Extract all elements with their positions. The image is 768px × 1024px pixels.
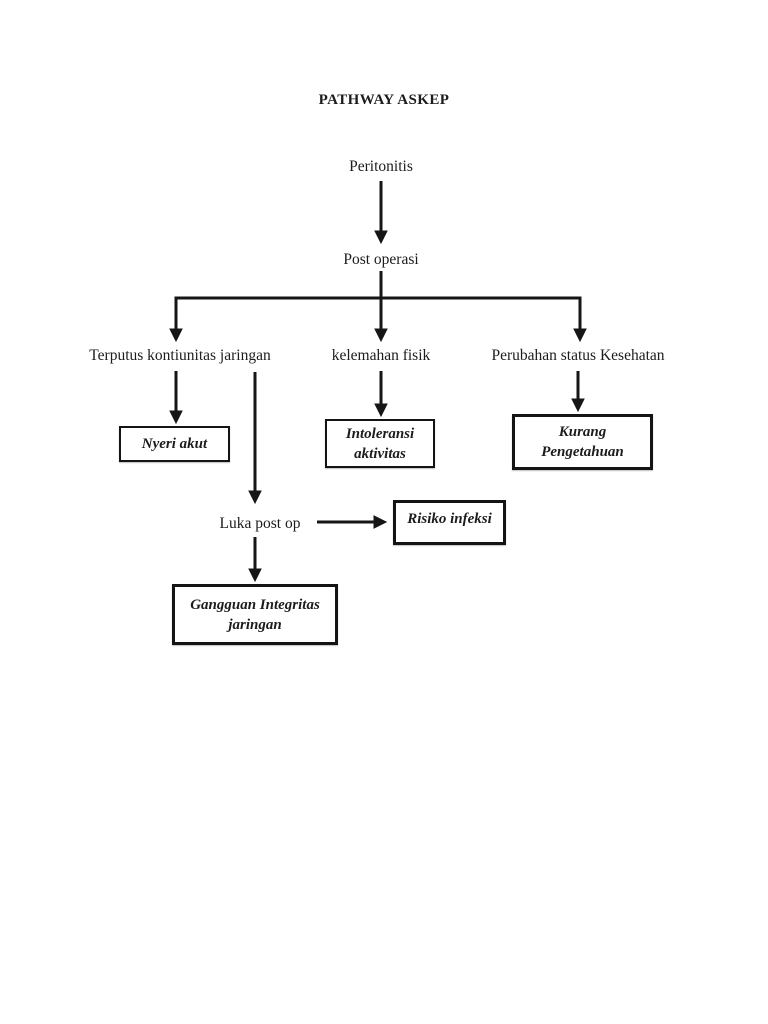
node-peritonitis: Peritonitis (349, 158, 413, 175)
box-risiko-infeksi: Risiko infeksi (393, 500, 506, 545)
box-nyeri-akut-label: Nyeri akut (141, 436, 208, 452)
node-kelemahan-fisik: kelemahan fisik (331, 347, 431, 364)
box-gangguan-line2: jaringan (228, 616, 282, 633)
node-perubahan-status-kesehatan: Perubahan status Kesehatan (491, 347, 665, 364)
node-post-operasi: Post operasi (343, 251, 419, 268)
box-kurang-line1: Kurang (558, 424, 607, 440)
page-title: PATHWAY ASKEP (318, 92, 450, 108)
box-gangguan-line1: Gangguan Integritas (190, 596, 320, 613)
box-intoleransi-aktivitas: Intoleransi aktivitas (325, 419, 435, 468)
node-luka-post-op: Luka post op (219, 515, 301, 532)
box-intoleransi-line2: aktivitas (354, 445, 406, 462)
box-gangguan-integritas: Gangguan Integritas jaringan (172, 584, 338, 645)
box-risiko-infeksi-label: Risiko infeksi (407, 511, 492, 527)
box-kurang-line2: Pengetahuan (541, 444, 624, 460)
node-terputus-kontiunitas-jaringan: Terputus kontiunitas jaringan (89, 347, 271, 364)
box-kurang-pengetahuan: Kurang Pengetahuan (512, 414, 653, 470)
box-nyeri-akut: Nyeri akut (119, 426, 230, 462)
box-intoleransi-line1: Intoleransi (345, 425, 415, 442)
